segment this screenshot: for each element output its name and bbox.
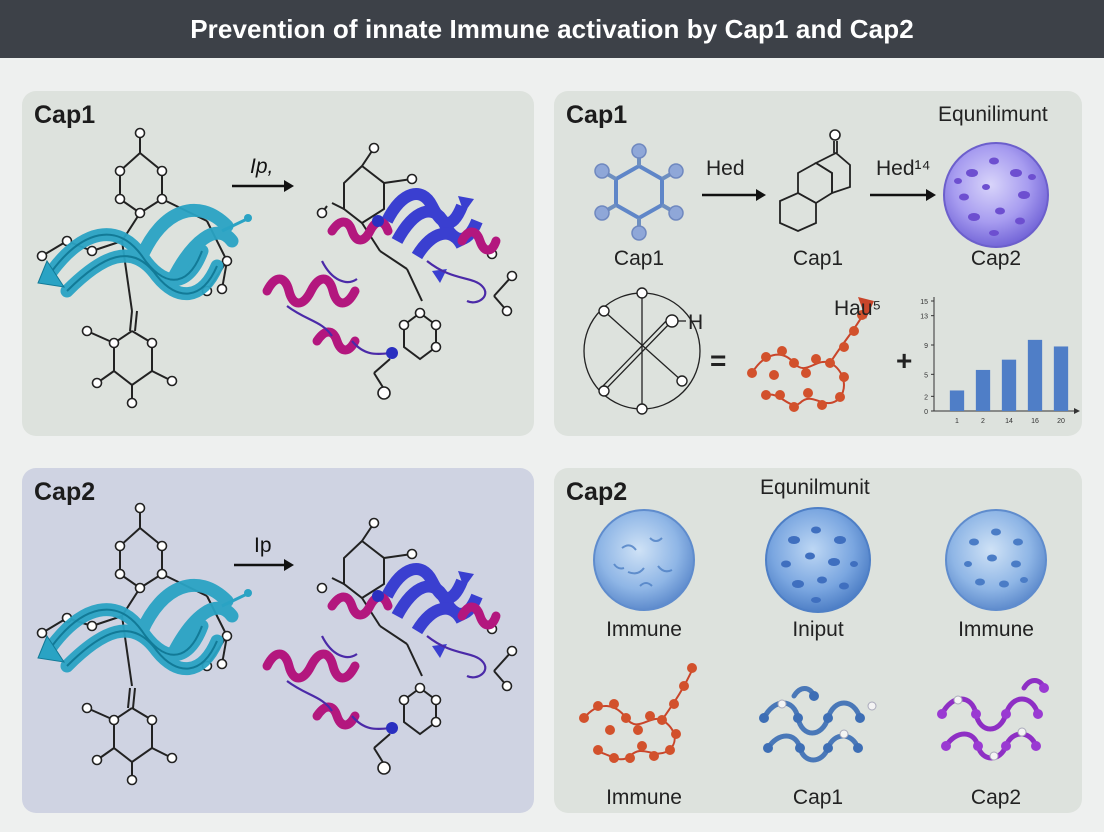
y-tick-label: 13	[920, 314, 928, 321]
x-tick-label: 20	[1057, 418, 1065, 425]
item-label: Cap2	[970, 247, 1022, 270]
bar	[949, 390, 965, 411]
bar	[1027, 339, 1043, 411]
page-title: Prevention of innate Immune activation b…	[190, 13, 914, 44]
page-header: Prevention of innate Immune activation b…	[0, 0, 1104, 58]
equals-sign: =	[710, 345, 727, 376]
x-axis-arrow	[1074, 408, 1080, 414]
y-tick-label: 15	[920, 299, 928, 306]
arrow2-label: Hed¹⁴	[876, 157, 931, 180]
item-label: Iniput	[792, 618, 844, 641]
y-tick-label: 0	[924, 409, 928, 416]
corner-label: Equnilimunt	[938, 103, 1048, 126]
protein-structure-illustration	[36, 502, 518, 786]
panel-title: Cap1	[34, 101, 96, 129]
panel-cap1-structure: Cap1	[22, 91, 534, 436]
arrow-label: Ip,	[250, 155, 274, 178]
y-tick-label: 2	[924, 394, 928, 401]
item-label: Immune	[958, 618, 1034, 641]
y-tick-label: 5	[924, 372, 928, 379]
immune-illustration	[579, 507, 1049, 763]
x-tick-label: 1	[955, 418, 959, 425]
chain-label: Hau⁵	[834, 297, 882, 320]
arrow-label: Ip	[254, 534, 272, 557]
panel-cap1-pathway: Cap1 Equnilimunt	[554, 91, 1082, 436]
arrow1-label: Hed	[706, 157, 745, 180]
panel-title: Cap2	[566, 478, 628, 506]
item-label: Cap1	[792, 247, 844, 270]
bar	[1053, 346, 1069, 411]
corner-label: Equnilmunit	[760, 476, 870, 499]
plus-sign: +	[896, 345, 913, 376]
ring-label: H	[688, 311, 704, 334]
pathway-illustration	[583, 129, 1049, 415]
x-tick-label: 2	[981, 418, 985, 425]
y-tick-label: 9	[924, 343, 928, 350]
panel-title: Cap2	[34, 478, 96, 506]
bar	[1001, 359, 1017, 411]
x-tick-label: 14	[1005, 418, 1013, 425]
panel-title: Cap1	[566, 101, 628, 129]
bar	[975, 369, 991, 411]
item-label: Cap1	[792, 786, 844, 809]
protein-structure-illustration	[36, 127, 518, 409]
panel-cap2-structure: Cap2	[22, 468, 534, 813]
item-label: Immune	[606, 618, 682, 641]
item-label: Immune	[606, 786, 682, 809]
panel-cap2-immune: Cap2 Equnilmunit	[554, 468, 1082, 813]
item-label: Cap1	[613, 247, 665, 270]
item-label: Cap2	[970, 786, 1022, 809]
x-tick-label: 16	[1031, 418, 1039, 425]
